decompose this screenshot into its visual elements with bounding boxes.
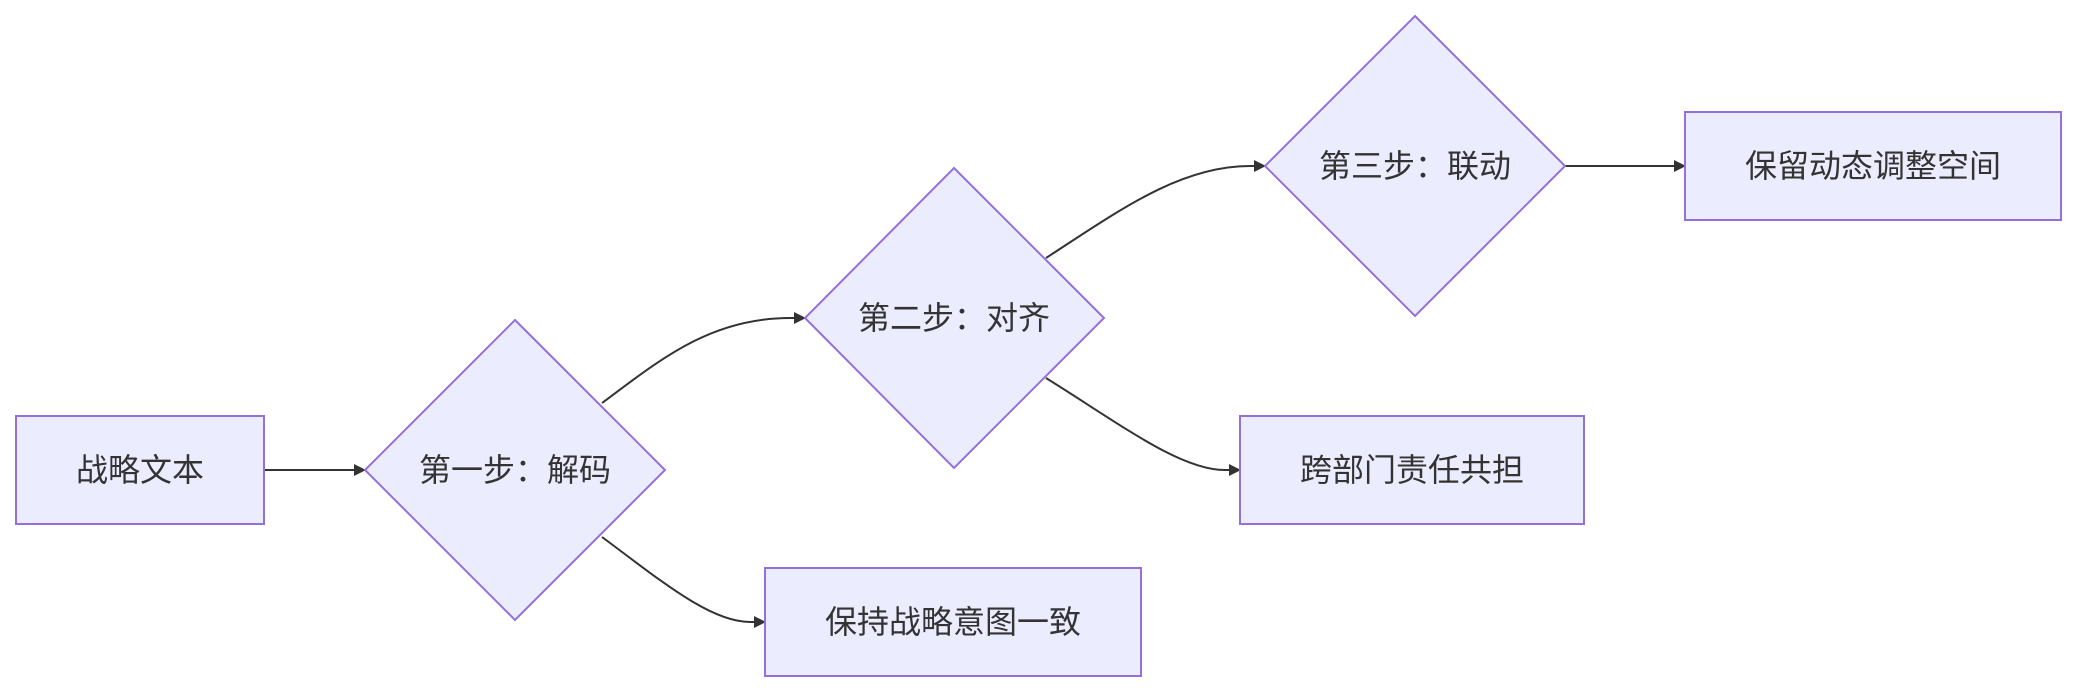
edge-align-to-share [1045, 377, 1241, 476]
node-link-label: 第三步：联动 [1319, 147, 1511, 185]
edges [265, 160, 1686, 628]
node-link: 第三步：联动 [1263, 14, 1567, 318]
node-align: 第二步：对齐 [803, 166, 1106, 470]
node-adjust: 保留动态调整空间 [1684, 111, 2062, 221]
edge-decode-to-intent [601, 536, 766, 628]
node-intent-label: 保持战略意图一致 [825, 603, 1081, 641]
node-text-label: 战略文本 [76, 451, 204, 489]
node-adjust-label: 保留动态调整空间 [1745, 147, 2001, 185]
node-decode: 第一步：解码 [363, 318, 667, 622]
edge-decode-to-align [601, 312, 806, 404]
node-intent: 保持战略意图一致 [764, 567, 1142, 677]
node-decode-label: 第一步：解码 [419, 451, 611, 489]
node-share-label: 跨部门责任共担 [1300, 451, 1524, 489]
node-text: 战略文本 [15, 415, 265, 525]
edge-align-to-link [1045, 160, 1266, 259]
node-align-label: 第二步：对齐 [858, 299, 1050, 337]
node-share: 跨部门责任共担 [1239, 415, 1585, 525]
